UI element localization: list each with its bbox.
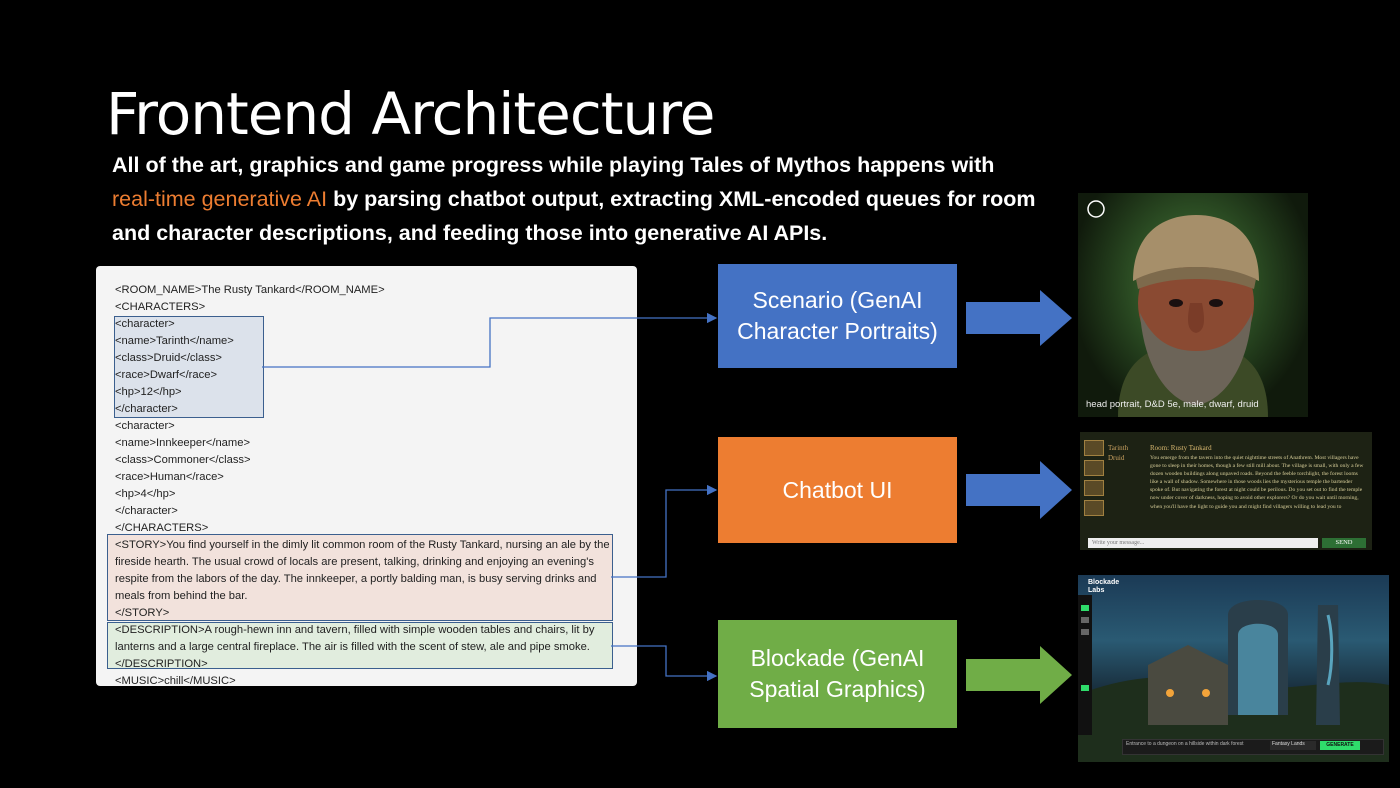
subtitle-part2: by parsing chatbot output, extracting XM…	[112, 187, 1036, 245]
code-line: </CHARACTERS>	[115, 522, 209, 534]
down-icon	[1084, 480, 1104, 496]
blockade-label: Blockade (GenAI Spatial Graphics)	[749, 645, 926, 702]
code-line: <race>Human</race>	[115, 471, 224, 483]
chat-tab: Druid	[1108, 454, 1125, 462]
connector-character-to-scenario	[262, 312, 718, 368]
music-line: <MUSIC>chill</MUSIC>	[115, 675, 236, 687]
tool-icon[interactable]	[1081, 685, 1089, 691]
blockade-logo: Blockade Labs	[1088, 579, 1120, 594]
chat-sidebar	[1084, 440, 1104, 534]
connector-description-to-blockade	[611, 645, 718, 682]
story-highlight-box	[107, 534, 613, 621]
blockade-toolbar	[1078, 595, 1092, 735]
scenario-label: Scenario (GenAI Character Portraits)	[737, 287, 938, 344]
code-line: <name>Innkeeper</name>	[115, 437, 250, 449]
slide-subtitle: All of the art, graphics and game progre…	[112, 148, 1072, 250]
character-highlight-box	[114, 316, 264, 418]
tool-icon[interactable]	[1081, 605, 1089, 611]
subtitle-part1: All of the art, graphics and game progre…	[112, 153, 995, 177]
code-line: <class>Druid</class>	[115, 352, 222, 364]
menu-icon	[1084, 500, 1104, 516]
chat-ui-image: Tarinth Druid Room: Rusty Tankard You em…	[1080, 432, 1372, 550]
code-line: <name>Tarinth</name>	[115, 335, 234, 347]
portrait-caption: head portrait, D&D 5e, male, dwarf, drui…	[1086, 399, 1259, 410]
blockade-prompt-bar	[1122, 739, 1384, 755]
blockade-generate-button[interactable]: GENERATE	[1320, 741, 1360, 750]
chat-message-input[interactable]: Write your message...	[1088, 538, 1318, 548]
arrow-blockade-to-scene	[966, 646, 1072, 704]
blockade-box: Blockade (GenAI Spatial Graphics)	[718, 620, 957, 728]
tool-icon[interactable]	[1081, 617, 1089, 623]
select-circle-icon	[1087, 200, 1105, 218]
code-line: <character>	[115, 420, 175, 432]
chat-text: You emerge from the tavern into the quie…	[1150, 455, 1364, 510]
code-line: <hp>4</hp>	[115, 488, 176, 500]
blockade-prompt-input[interactable]: Entrance to a dungeon on a hillside with…	[1126, 741, 1244, 747]
arrow-chatbot-to-ui	[966, 461, 1072, 519]
story-text: <STORY>You find yourself in the dimly li…	[115, 539, 610, 602]
code-line: </character>	[115, 505, 178, 517]
dwarf-portrait-illustration	[1087, 200, 1268, 417]
slide-title: Frontend Architecture	[106, 80, 715, 148]
chat-room-title: Room: Rusty Tankard	[1150, 444, 1212, 452]
up-icon	[1084, 460, 1104, 476]
code-line: <hp>12</hp>	[115, 386, 182, 398]
story-close: </STORY>	[115, 607, 170, 619]
description-highlight-box	[107, 622, 613, 669]
xml-code: <ROOM_NAME>The Rusty Tankard</ROOM_NAME>…	[115, 282, 615, 690]
code-line: <CHARACTERS>	[115, 301, 206, 313]
code-panel	[96, 266, 637, 686]
code-line: <class>Commoner</class>	[115, 454, 251, 466]
description-close: </DESCRIPTION>	[115, 658, 208, 670]
chat-send-button[interactable]: SEND	[1322, 538, 1366, 548]
portrait-image: head portrait, D&D 5e, male, dwarf, drui…	[1078, 193, 1308, 417]
tool-icon[interactable]	[1081, 629, 1089, 635]
blockade-image: Blockade Labs Entrance to a dungeon on a…	[1078, 575, 1389, 762]
subtitle-highlight: real-time generative AI	[112, 187, 328, 211]
connector-story-to-chatbot	[611, 484, 718, 578]
chatbot-ui-label: Chatbot UI	[782, 476, 893, 503]
code-line: <character>	[115, 318, 175, 330]
code-line: </character>	[115, 403, 178, 415]
blockade-style-select[interactable]: Fantasy Lands	[1270, 741, 1316, 750]
dungeon-scene-illustration	[1078, 600, 1389, 762]
chatbot-ui-box: Chatbot UI	[718, 437, 957, 543]
description-text: <DESCRIPTION>A rough-hewn inn and tavern…	[115, 624, 595, 653]
arrow-scenario-to-portrait	[966, 290, 1072, 346]
chat-icon	[1084, 440, 1104, 456]
code-line: <race>Dwarf</race>	[115, 369, 217, 381]
code-line: <ROOM_NAME>The Rusty Tankard</ROOM_NAME>	[115, 284, 385, 296]
scenario-box: Scenario (GenAI Character Portraits)	[718, 264, 957, 368]
chat-speaker: Tarinth	[1108, 444, 1129, 452]
